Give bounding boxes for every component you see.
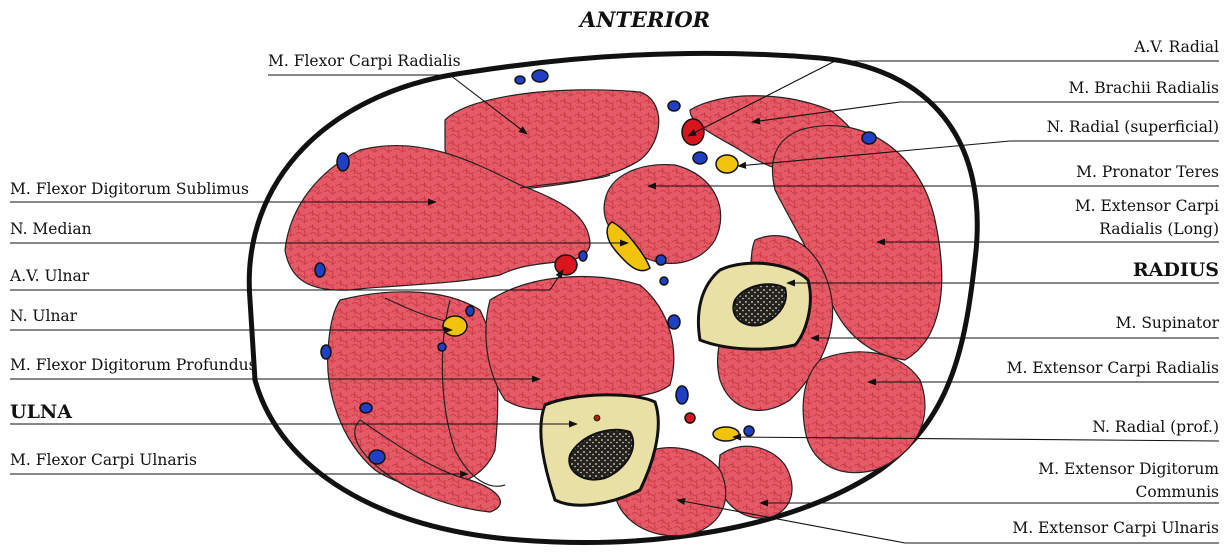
deep-vein-a (676, 386, 688, 404)
label-av-radial: A.V. Radial (1133, 38, 1219, 56)
label-ext-carpi-ulnaris: M. Extensor Carpi Ulnaris (1012, 519, 1219, 537)
label-n-ulnar: N. Ulnar (10, 307, 78, 325)
label-av-ulnar: A.V. Ulnar (9, 267, 90, 285)
ulnar-vein (579, 251, 587, 261)
radius-bone (698, 263, 810, 349)
label-ext-carpi-radialis: M. Extensor Carpi Radialis (1007, 359, 1219, 377)
superficial-vein-5 (337, 153, 349, 171)
deep-vein-c (656, 255, 666, 265)
label-ext-digitorum-communis-line2: Communis (1136, 483, 1220, 501)
superficial-vein-2 (515, 76, 525, 84)
label-brachii-radialis: M. Brachii Radialis (1068, 79, 1219, 97)
label-flexor-digitorum-profundus: M. Flexor Digitorum Profundus (10, 356, 257, 374)
superficial-vein-1 (532, 70, 548, 82)
superficial-vein-9 (369, 450, 385, 464)
label-flexor-carpi-ulnaris: M. Flexor Carpi Ulnaris (10, 451, 197, 469)
interosseous-artery (685, 413, 695, 423)
radial-artery (682, 119, 704, 145)
ulnar-artery (555, 255, 577, 275)
ulnar-vein-small-b (438, 343, 446, 351)
label-ext-carpi-radialis-long-line2: Radialis (Long) (1099, 220, 1219, 238)
label-ext-digitorum-communis-line1: M. Extensor Digitorum (1038, 460, 1219, 478)
ulna-nutrient-dot (594, 415, 600, 421)
label-supinator: M. Supinator (1116, 314, 1220, 332)
ulna-bone (541, 395, 658, 505)
label-n-radial-superficial: N. Radial (superficial) (1047, 118, 1219, 136)
label-pronator-teres: M. Pronator Teres (1076, 163, 1219, 181)
interosseous-vein (744, 426, 754, 436)
label-ulna: ULNA (10, 401, 72, 423)
superficial-vein-7 (321, 345, 331, 359)
deep-vein-d (660, 277, 668, 285)
superficial-vein-6 (315, 263, 325, 277)
diagram-title: ANTERIOR (578, 7, 710, 32)
radial-vein (693, 152, 707, 164)
muscle-flexor-digitorum-profundus-deep (486, 277, 674, 410)
ulnar-nerve (443, 316, 467, 336)
radial-nerve-superficial (716, 155, 738, 173)
superficial-vein-8 (360, 403, 372, 413)
deep-vein-b (668, 315, 680, 329)
ulnar-vein-small-a (466, 306, 474, 316)
superficial-vein-3 (668, 101, 680, 111)
label-ext-carpi-radialis-long-line1: M. Extensor Carpi (1075, 197, 1219, 215)
label-radius: RADIUS (1133, 259, 1219, 281)
radial-nerve-prof (713, 427, 739, 441)
label-n-median: N. Median (10, 220, 92, 238)
muscle-extensor-carpi-radialis (803, 352, 925, 473)
superficial-vein-4 (862, 132, 876, 144)
label-flexor-digitorum-sublimus: M. Flexor Digitorum Sublimus (10, 180, 249, 198)
label-n-radial-prof: N. Radial (prof.) (1092, 418, 1219, 436)
label-flexor-carpi-radialis: M. Flexor Carpi Radialis (268, 52, 461, 70)
